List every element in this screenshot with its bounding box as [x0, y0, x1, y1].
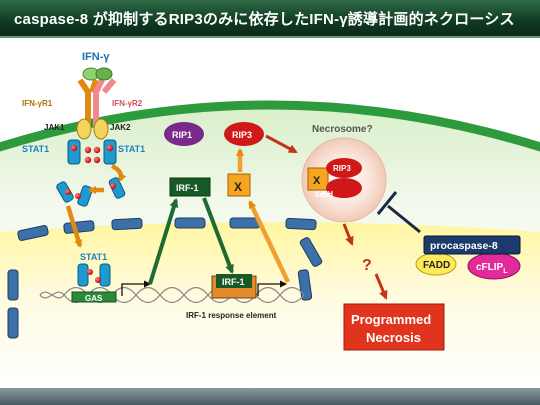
- procaspase8-box: [423, 235, 521, 255]
- necrosome-x-box: [307, 167, 329, 191]
- irf1-protein-box: [169, 177, 211, 197]
- ifn-gamma-receptor: [77, 67, 117, 128]
- procaspase8-label: procaspase-8: [430, 240, 498, 252]
- necrosome-x-label: X: [313, 175, 321, 187]
- rip1-protein: [164, 122, 204, 146]
- necrosome-rip3-bottom: [326, 178, 362, 198]
- irf1-arrows: [148, 197, 234, 285]
- irf1-transcription-arrow: [257, 280, 287, 296]
- irf1-gene-label-box: [216, 274, 252, 288]
- irf1-gene-label: IRF-1: [222, 277, 245, 287]
- stat1-nuclear-dimer: [77, 263, 111, 287]
- gas-label: GAS: [85, 294, 103, 303]
- gas-element: [71, 291, 117, 303]
- stat1-dimer-receptor: [67, 139, 117, 165]
- question-mark: ?: [362, 257, 372, 274]
- ifngr1-label: IFN-γR1: [22, 99, 53, 108]
- title-bar: caspase-8 が抑制するRIP3のみに依存したIFN-γ誘導計画的ネクロー…: [0, 0, 540, 38]
- x-protein-box: [227, 173, 251, 197]
- stat1-label-left: STAT1: [22, 144, 49, 154]
- cflip-main: cFLIP: [476, 262, 504, 273]
- cflip-subscript: L: [503, 268, 508, 275]
- ifn-gamma-label: IFN-γ: [82, 51, 110, 63]
- slide-title: caspase-8 が抑制するRIP3のみに依存したIFN-γ誘導計画的ネクロー…: [14, 11, 515, 28]
- cflip-label: cFLIPL: [476, 262, 508, 275]
- stat1-label-nucleus: STAT1: [80, 252, 107, 262]
- footer-bar: [0, 388, 540, 405]
- caspase8-inhibition-line: [387, 204, 421, 234]
- necrosome-rip3-top-label: RIP3: [333, 164, 351, 173]
- stat1-pathway-arrows: [65, 163, 127, 248]
- necrosome-label: Necrosome?: [312, 124, 373, 135]
- rip3-protein: [224, 122, 264, 146]
- rip3-to-necrosome-arrow: [265, 134, 298, 154]
- irf1-protein-label: IRF-1: [176, 183, 199, 193]
- jak-proteins: [76, 118, 109, 140]
- rip3-free-label: RIP3: [232, 130, 252, 140]
- cell-membrane-outline: [0, 100, 540, 152]
- caspase8-inhibition-bar: [376, 191, 398, 215]
- jak1-label: JAK1: [44, 123, 65, 132]
- necrosome-to-question-arrow: [342, 223, 354, 246]
- necrosome-rip3-top: [326, 158, 362, 178]
- jak2-label: JAK2: [110, 123, 131, 132]
- programmed-necrosis-line2: Necrosis: [366, 330, 421, 345]
- programmed-necrosis-line1: Programmed: [351, 312, 431, 327]
- programmed-necrosis-box: [343, 303, 445, 351]
- ifngr2-label: IFN-γR2: [112, 99, 143, 108]
- necrosome-rip3-bottom-label: RIP3: [315, 189, 333, 198]
- x-induction-arrow: [247, 200, 291, 283]
- question-to-necrosis-arrow: [374, 273, 388, 300]
- rip1-label: RIP1: [172, 130, 192, 140]
- stat1-label-right: STAT1: [118, 144, 145, 154]
- gas-transcription-arrow: [121, 280, 151, 296]
- x-protein-label: X: [234, 180, 242, 194]
- irf1-response-element-label: IRF-1 response element: [186, 311, 277, 320]
- fadd-label: FADD: [423, 260, 450, 271]
- stat1-monomers: [56, 177, 126, 207]
